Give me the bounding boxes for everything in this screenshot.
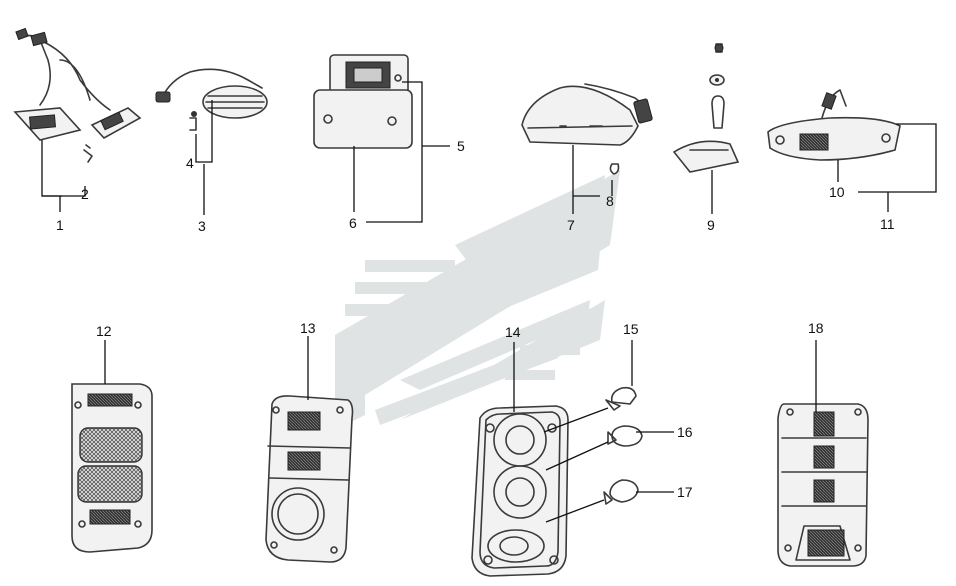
part-side-lamp — [521, 83, 653, 175]
callout-2: 2 — [81, 186, 89, 202]
callout-5: 5 — [457, 138, 465, 154]
callout-11: 11 — [880, 216, 895, 232]
callout-8: 8 — [606, 193, 614, 209]
part-bulb-16 — [607, 425, 643, 447]
callout-13: 13 — [300, 320, 316, 336]
callout-1: 1 — [56, 217, 64, 233]
part-front-combination-lamp — [767, 89, 901, 161]
part-bulb-15 — [605, 386, 637, 411]
leader-lines — [41, 81, 937, 523]
part-rear-lamp-housing-14 — [471, 405, 569, 577]
callout-7: 7 — [567, 217, 575, 233]
callout-18: 18 — [808, 320, 824, 336]
part-rear-lamp-13 — [265, 395, 354, 563]
callout-9: 9 — [707, 217, 715, 233]
callout-14: 14 — [505, 324, 521, 340]
callout-16: 16 — [677, 424, 693, 440]
part-marker-lamp — [155, 68, 268, 131]
part-small-lamp — [672, 43, 740, 173]
callout-12: 12 — [96, 323, 112, 339]
part-rear-lamp-18 — [777, 403, 869, 567]
part-plate-lamp-bracket — [313, 54, 413, 149]
callout-3: 3 — [198, 218, 206, 234]
part-rear-lamp-12 — [71, 383, 153, 553]
callout-17: 17 — [677, 484, 693, 500]
callout-10: 10 — [829, 184, 845, 200]
callout-4: 4 — [186, 155, 194, 171]
callout-6: 6 — [349, 215, 357, 231]
callout-15: 15 — [623, 321, 639, 337]
part-license-lamp-assembly — [13, 27, 142, 163]
watermark-logo — [335, 170, 620, 430]
part-bulb-17 — [603, 479, 639, 505]
callout-labels: 1 2 3 4 5 6 7 8 9 10 11 12 13 14 15 16 1… — [56, 138, 895, 500]
